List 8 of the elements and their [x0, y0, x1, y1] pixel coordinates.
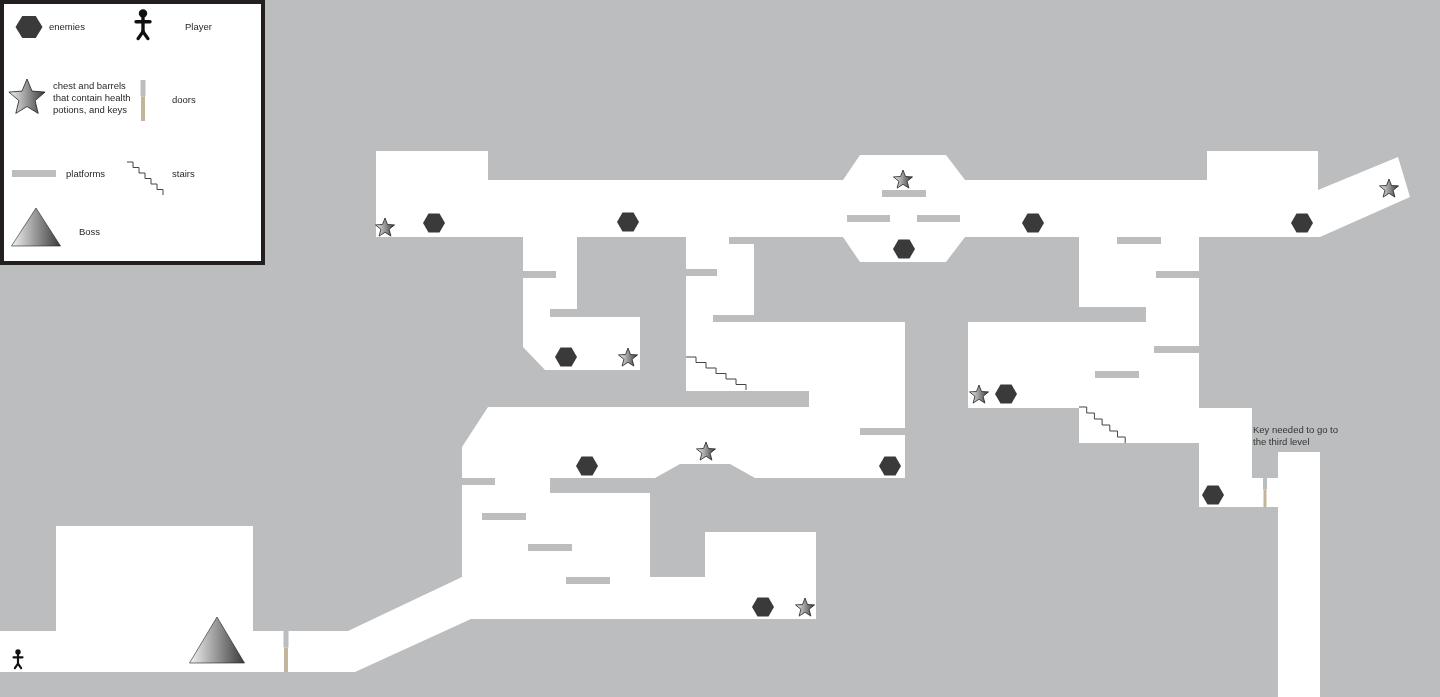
- legend-label: chest and barrels that contain health potions, and keys: [53, 80, 132, 116]
- legend-label: Boss: [79, 226, 102, 238]
- legend-label: platforms: [66, 168, 107, 180]
- legend-label: enemies: [49, 21, 86, 33]
- legend-label: stairs: [172, 168, 196, 180]
- legend-label: doors: [172, 94, 197, 106]
- legend-label: Player: [185, 21, 213, 33]
- note-text: Key needed to go to the third level: [1253, 424, 1340, 448]
